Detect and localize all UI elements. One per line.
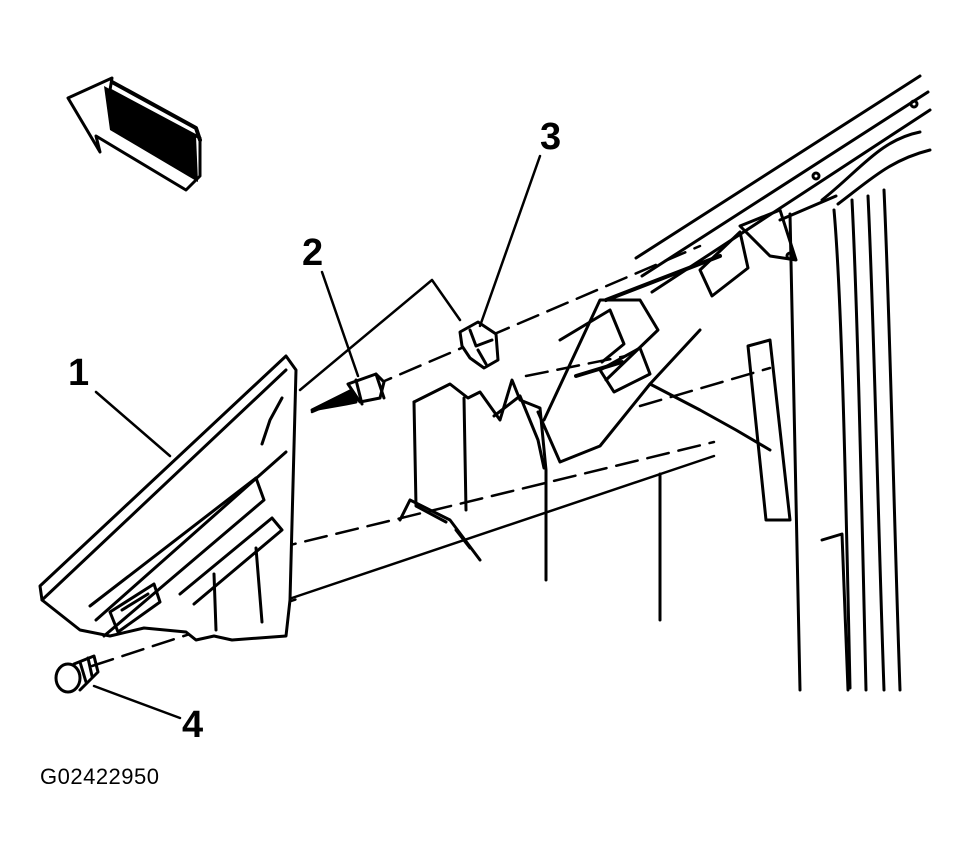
assembly-guide-lines-solid (284, 278, 716, 602)
door-frame-outline (634, 74, 932, 692)
figure-id: G02422950 (40, 764, 160, 789)
callout-2: 2 (302, 232, 324, 274)
trim-panel-part-1 (38, 354, 298, 642)
callout-leaders (92, 154, 542, 720)
clip-part-3 (458, 320, 500, 370)
callout-4: 4 (182, 704, 204, 746)
forward-arrow-icon (66, 76, 202, 192)
retainer-part-2 (310, 372, 386, 412)
callout-1: 1 (68, 352, 90, 394)
screw-part-4 (54, 654, 100, 694)
threaded-stud (574, 254, 722, 378)
inner-panel-structure (398, 298, 772, 622)
callout-3: 3 (540, 116, 562, 158)
